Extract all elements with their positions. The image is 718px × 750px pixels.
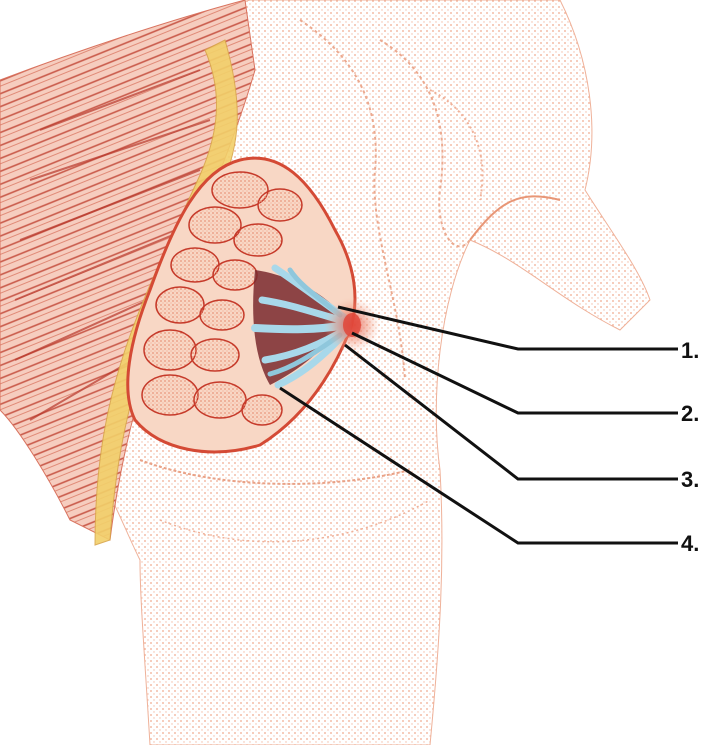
callout-label-4: 4. <box>681 533 699 555</box>
callout-label-2: 2. <box>681 403 699 425</box>
nipple-areola <box>324 297 380 353</box>
callout-label-3: 3. <box>681 469 699 491</box>
callout-label-1: 1. <box>681 340 699 362</box>
